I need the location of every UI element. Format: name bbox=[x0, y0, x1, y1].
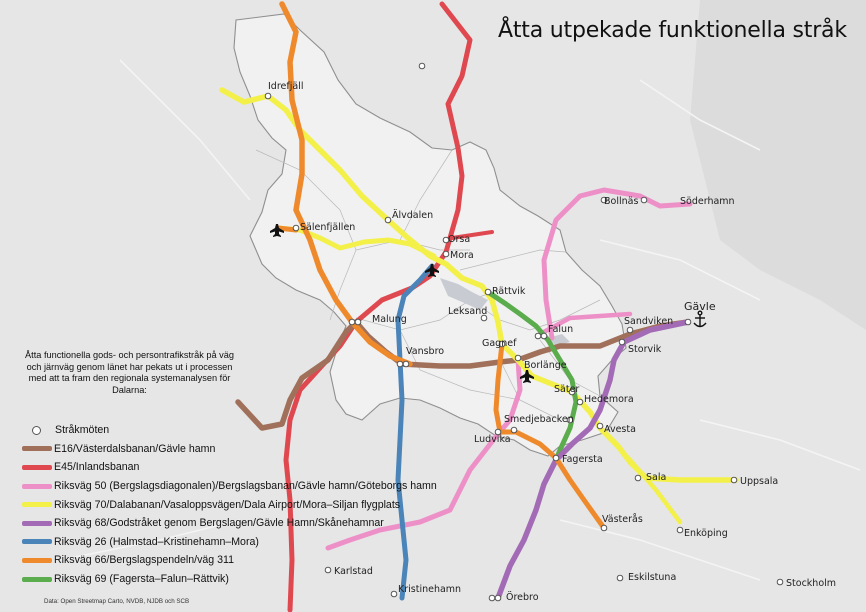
route-rv50 bbox=[541, 187, 693, 341]
route-rv66 bbox=[279, 1, 413, 367]
airport-icon bbox=[270, 224, 284, 237]
legend-swatch bbox=[22, 464, 52, 470]
legend-label: Riksväg 70/Dalabanan/Vasaloppsvägen/Dala… bbox=[54, 498, 401, 511]
place-label: Enköping bbox=[684, 528, 728, 539]
place-label: Uppsala bbox=[740, 476, 778, 487]
lake-siljan bbox=[440, 278, 488, 310]
airport-icon bbox=[520, 370, 534, 383]
route-rv66-seg bbox=[275, 225, 299, 233]
place-label: Fagersta bbox=[562, 454, 603, 465]
legend-item-rv70: Riksväg 70/Dalabanan/Vasaloppsvägen/Dala… bbox=[22, 495, 492, 514]
legend: Stråkmöten E16/Västerdalsbanan/Gävle ham… bbox=[22, 421, 492, 588]
legend-item-rv66: Riksväg 66/Bergslagspendeln/väg 311 bbox=[22, 551, 492, 570]
intro-text: Åtta functionella gods- och persontrafik… bbox=[25, 350, 234, 395]
place-label: Smedjebacken bbox=[504, 414, 574, 425]
place-label: Sälenfjällen bbox=[300, 222, 355, 233]
place-label: Bollnäs bbox=[604, 196, 638, 207]
legend-label: Riksväg 66/Bergslagspendeln/väg 311 bbox=[54, 554, 235, 567]
route-rv50-south bbox=[325, 357, 523, 551]
place-label: Borlänge bbox=[524, 360, 567, 371]
place-label: Kristinehamn bbox=[398, 584, 461, 595]
legend-item-rv69: Riksväg 69 (Fagersta–Falun–Rättvik) bbox=[22, 570, 492, 589]
place-label: Vansbro bbox=[406, 346, 444, 357]
place-label: Malung bbox=[372, 314, 407, 325]
legend-label: E45/Inlandsbanan bbox=[54, 461, 140, 474]
legend-label: Riksväg 26 (Halmstad–Kristinehamn–Mora) bbox=[54, 535, 259, 548]
legend-item-e45: E45/Inlandsbanan bbox=[22, 458, 492, 477]
sea-area bbox=[690, 0, 866, 330]
legend-swatch bbox=[22, 502, 52, 508]
node-icon bbox=[32, 425, 41, 435]
place-label: Sala bbox=[646, 472, 666, 483]
place-label: Gagnef bbox=[482, 338, 517, 349]
place-label: Hedemora bbox=[584, 394, 634, 405]
place-label: Eskilstuna bbox=[628, 572, 676, 583]
place-label: Stockholm bbox=[786, 578, 836, 589]
background-roads bbox=[59, 59, 861, 581]
place-labels: Idrefjäll Sälenfjällen Älvdalen Orsa Mor… bbox=[268, 81, 836, 603]
legend-item-e16: E16/Västerdalsbanan/Gävle hamn bbox=[22, 440, 492, 459]
place-label: Falun bbox=[548, 324, 573, 335]
place-label: Ludvika bbox=[474, 434, 511, 445]
anchor-icon bbox=[693, 310, 707, 328]
route-rv70-ekp bbox=[597, 425, 683, 525]
route-nodes bbox=[264, 62, 784, 602]
place-label: Leksand bbox=[448, 306, 487, 317]
airport-icon bbox=[425, 264, 439, 277]
place-label: Sandviken bbox=[624, 316, 673, 327]
legend-label: E16/Västerdalsbanan/Gävle hamn bbox=[54, 442, 216, 455]
route-e45-branch bbox=[450, 230, 494, 240]
legend-item-rv50: Riksväg 50 (Bergslagsdiagonalen)/Bergsla… bbox=[22, 477, 492, 496]
legend-label: Stråkmöten bbox=[55, 424, 110, 437]
place-label: Gävle bbox=[684, 300, 716, 313]
source-note: Data: Open Streetmap Carto, NVDB, NJDB o… bbox=[44, 598, 190, 605]
place-label: Västerås bbox=[602, 514, 643, 525]
legend-swatch bbox=[22, 557, 52, 563]
place-label: Orsa bbox=[448, 234, 470, 245]
legend-item-rv26: Riksväg 26 (Halmstad–Kristinehamn–Mora) bbox=[22, 533, 492, 552]
route-rv50-north bbox=[537, 311, 633, 337]
place-label: Örebro bbox=[506, 592, 539, 603]
place-label: Avesta bbox=[604, 424, 636, 435]
place-label: Storvik bbox=[628, 344, 662, 355]
place-label: Idrefjäll bbox=[268, 81, 303, 92]
place-label: Rättvik bbox=[492, 286, 526, 297]
legend-item-rv68: Riksväg 68/Godstråket genom Bergslagen/G… bbox=[22, 514, 492, 533]
route-rv26 bbox=[395, 263, 435, 601]
legend-item-node: Stråkmöten bbox=[22, 421, 492, 440]
place-label: Karlstad bbox=[334, 566, 373, 577]
place-label: Söderhamn bbox=[680, 196, 735, 207]
legend-swatch bbox=[22, 520, 52, 526]
legend-label: Riksväg 69 (Fagersta–Falun–Rättvik) bbox=[54, 573, 229, 586]
dalarna-county bbox=[233, 13, 627, 457]
legend-swatch bbox=[22, 576, 52, 582]
legend-swatch bbox=[22, 483, 52, 489]
legend-swatch bbox=[22, 446, 52, 452]
place-label: Mora bbox=[450, 250, 474, 261]
place-label: Säter bbox=[554, 384, 579, 395]
legend-label: Riksväg 50 (Bergslagsdiagonalen)/Bergsla… bbox=[54, 480, 437, 493]
route-rv69 bbox=[485, 289, 579, 463]
legend-swatch bbox=[22, 539, 52, 545]
legend-label: Riksväg 68/Godstråket genom Bergslagen/G… bbox=[54, 517, 384, 530]
map-title: Åtta utpekade funktionella stråk bbox=[498, 18, 847, 43]
route-e45 bbox=[283, 1, 473, 612]
place-label: Älvdalen bbox=[392, 210, 433, 221]
route-rv66-south bbox=[493, 341, 607, 531]
